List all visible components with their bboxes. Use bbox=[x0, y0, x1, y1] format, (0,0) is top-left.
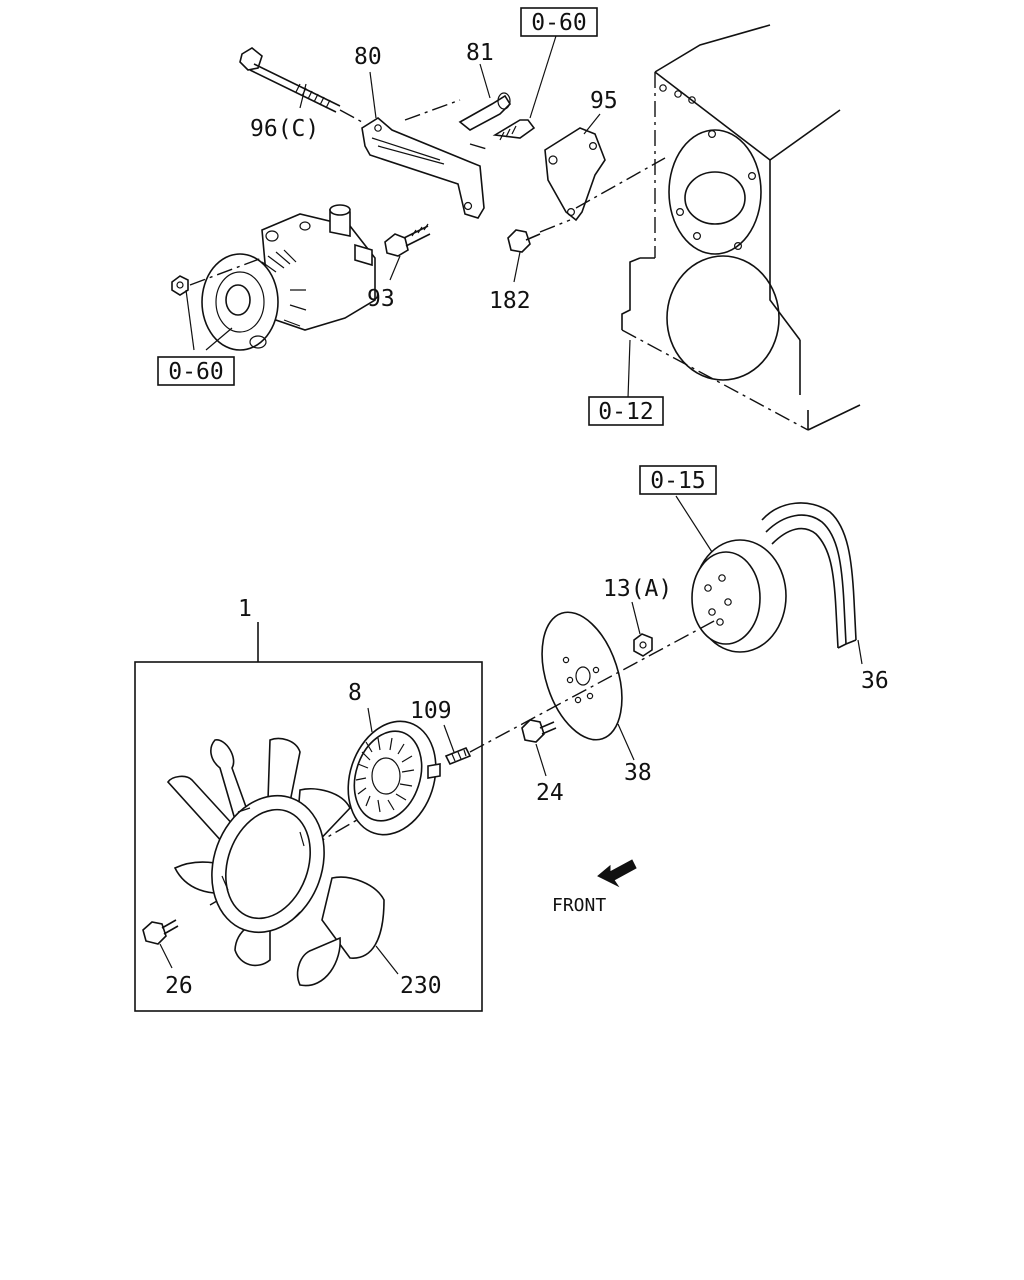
fan-clutch-8 bbox=[347, 720, 441, 836]
front-label: FRONT bbox=[552, 895, 606, 916]
leader-lines bbox=[159, 35, 863, 975]
ref-block-text: 0-12 bbox=[598, 399, 653, 425]
label-96c: 96(C) bbox=[250, 116, 319, 142]
nut-13a bbox=[633, 633, 653, 657]
label-26: 26 bbox=[165, 973, 193, 999]
label-8: 8 bbox=[348, 680, 362, 706]
label-38: 38 bbox=[624, 760, 652, 786]
label-24: 24 bbox=[536, 780, 564, 806]
belt-36 bbox=[761, 502, 857, 649]
ref-box-block[interactable]: 0-12 bbox=[588, 396, 664, 426]
label-95: 95 bbox=[590, 88, 618, 114]
bolt-93 bbox=[384, 223, 431, 257]
ref-box-pulley[interactable]: 0-15 bbox=[639, 465, 717, 495]
ref-pulley-text: 0-15 bbox=[650, 468, 705, 494]
label-13a: 13(A) bbox=[603, 576, 672, 602]
bracket-80 bbox=[361, 117, 485, 219]
label-182: 182 bbox=[489, 288, 531, 314]
label-230: 230 bbox=[400, 973, 442, 999]
pulley-0-15 bbox=[691, 539, 787, 653]
fan-230 bbox=[166, 737, 385, 987]
ref-box-left[interactable]: 0-60 bbox=[157, 356, 235, 386]
ref-left-text: 0-60 bbox=[168, 359, 223, 385]
label-93: 93 bbox=[367, 286, 395, 312]
label-36: 36 bbox=[861, 668, 889, 694]
bolt-26 bbox=[142, 919, 179, 945]
bolt-96c bbox=[239, 47, 363, 123]
label-1: 1 bbox=[238, 596, 252, 622]
ref-top-text: 0-60 bbox=[531, 10, 586, 36]
bracket-95 bbox=[544, 127, 666, 222]
nut-left bbox=[171, 275, 189, 296]
label-109: 109 bbox=[410, 698, 452, 724]
spacer-81 bbox=[404, 92, 512, 151]
front-arrow bbox=[597, 859, 637, 888]
pump-assembly bbox=[189, 204, 376, 351]
engine-block bbox=[621, 24, 861, 431]
plate-38 bbox=[541, 611, 623, 741]
bolt-182 bbox=[507, 219, 571, 253]
label-80: 80 bbox=[354, 44, 382, 70]
label-81: 81 bbox=[466, 40, 494, 66]
ref-box-top[interactable]: 0-60 bbox=[520, 7, 598, 37]
bolt-24 bbox=[521, 719, 557, 743]
stud-109 bbox=[444, 746, 472, 766]
fan-assembly-box bbox=[134, 622, 483, 1012]
bolt-top-ref bbox=[492, 119, 536, 141]
